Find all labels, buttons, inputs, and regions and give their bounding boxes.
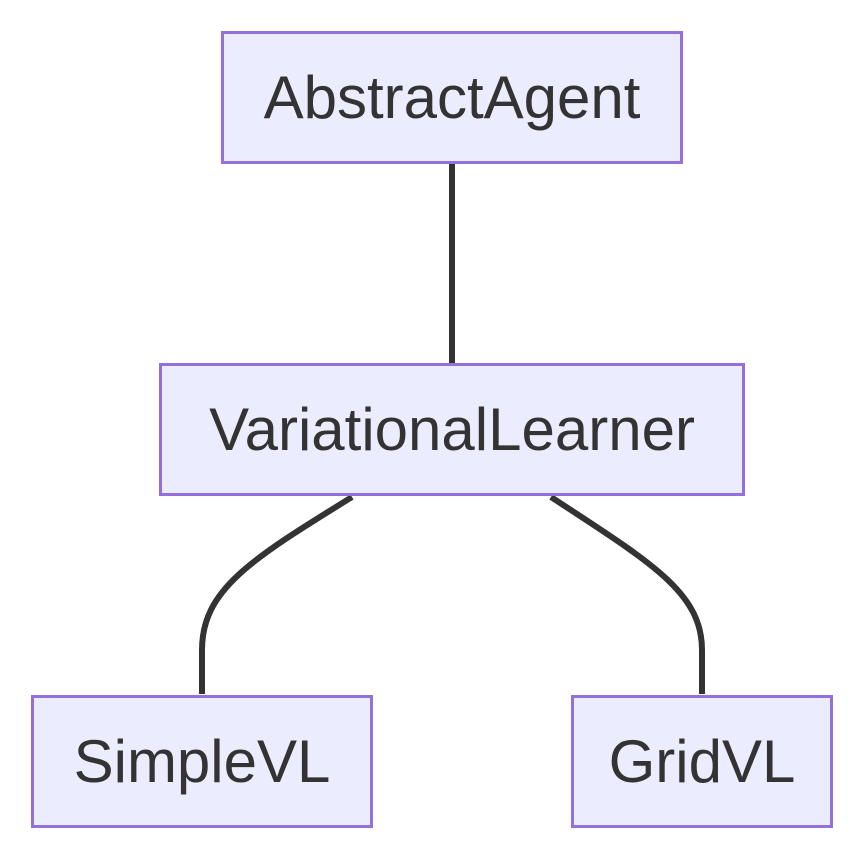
node-abstractagent[interactable]: AbstractAgent [221,31,683,164]
node-label: VariationalLearner [209,396,695,463]
edge-variationallearner-simplevl [199,494,354,694]
node-variationallearner[interactable]: VariationalLearner [159,363,745,496]
node-simplevl[interactable]: SimpleVL [31,695,373,828]
node-label: AbstractAgent [263,64,641,131]
node-label: GridVL [608,728,796,795]
node-label: SimpleVL [73,728,331,795]
node-gridvl[interactable]: GridVL [571,695,833,828]
edge-variationallearner-gridvl [549,494,705,694]
